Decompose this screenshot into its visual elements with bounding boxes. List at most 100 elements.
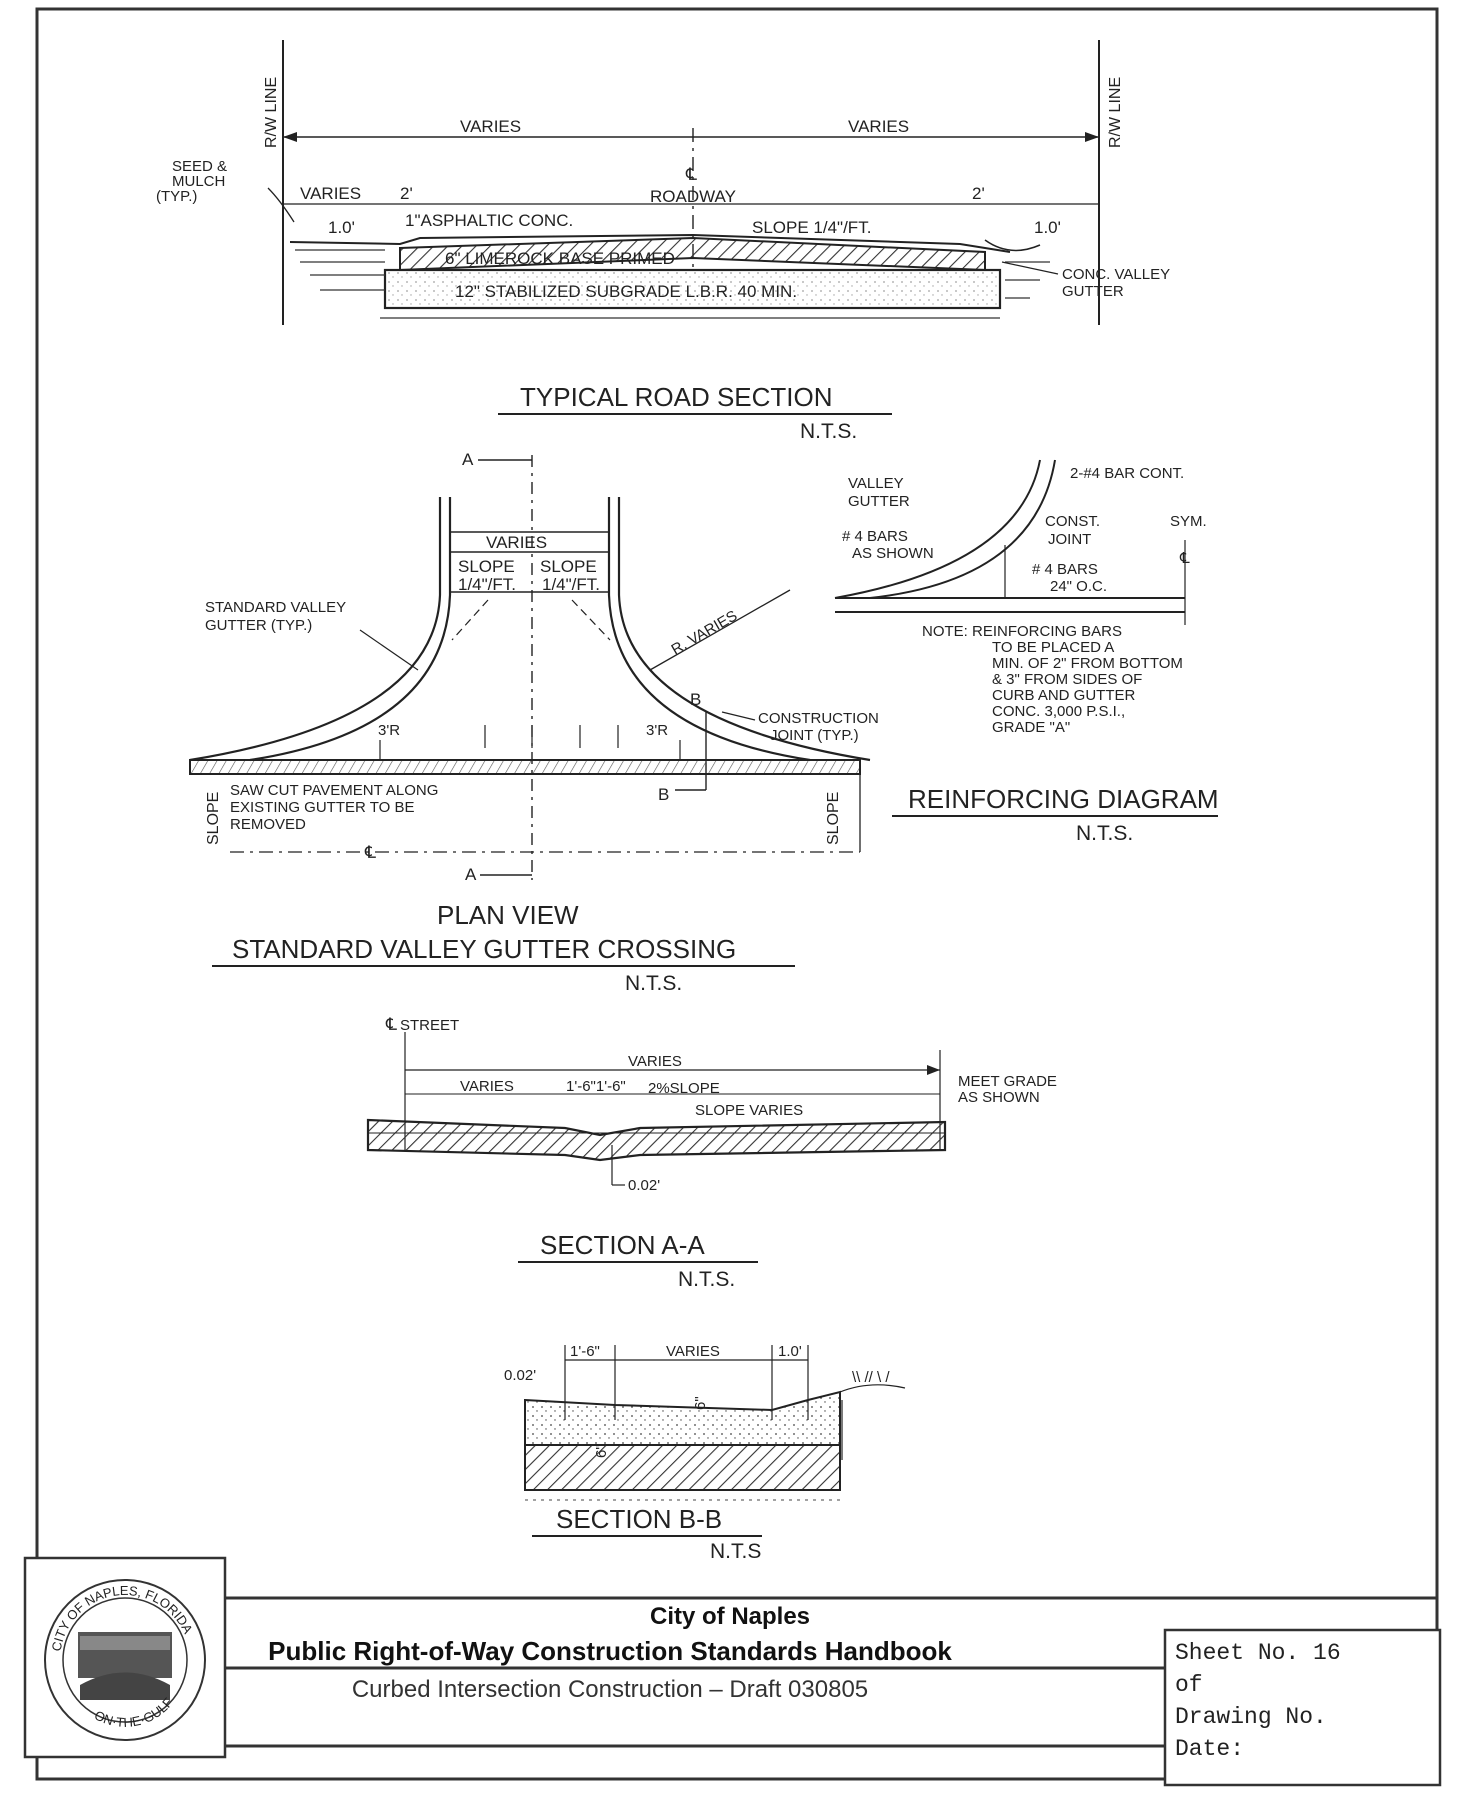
city-seal: CITY OF NAPLES, FLORIDA ON·THE·GULF [44, 1579, 206, 1741]
plan-varies: VARIES [486, 533, 547, 552]
valley-gutter-2: GUTTER [1062, 283, 1124, 300]
aa-2slope: 2%SLOPE [648, 1080, 720, 1097]
bars-shown-2: AS SHOWN [852, 545, 934, 562]
plan-slope-left-val: 1/4"/FT. [458, 575, 516, 594]
const-joint-2: JOINT [1048, 531, 1091, 548]
aa-varies-top: VARIES [628, 1053, 682, 1070]
bb-scale: N.T.S [710, 1540, 761, 1563]
bb-grass: \\ // \ / [852, 1369, 890, 1386]
r-varies: R. VARIES [669, 607, 741, 658]
sheet-of: of [1175, 1672, 1203, 1698]
rd-valley-gutter-2: GUTTER [848, 493, 910, 510]
reinforcing-title: REINFORCING DIAGRAM [908, 784, 1219, 814]
bb-002: 0.02' [504, 1367, 536, 1384]
saw-cut-3: REMOVED [230, 816, 306, 833]
asphalt-label: 1"ASPHALTIC CONC. [405, 211, 573, 230]
note-7: GRADE "A" [992, 719, 1070, 736]
aa-scale: N.T.S. [678, 1268, 735, 1291]
dim-varies-small: VARIES [300, 184, 361, 203]
cl-roadway: ROADWAY [650, 187, 736, 206]
note-3: MIN. OF 2" FROM BOTTOM [992, 655, 1183, 672]
valley-gutter-1: CONC. VALLEY [1062, 266, 1170, 283]
three-r-left: 3'R [378, 722, 400, 739]
typical-road-section: R/W LINE R/W LINE VARIES VARIES SEED & M… [156, 40, 1170, 443]
note-4: & 3" FROM SIDES OF [992, 671, 1142, 688]
b-top: B [690, 690, 701, 709]
bb-10: 1.0' [778, 1343, 802, 1360]
rw-line-left: R/W LINE [263, 77, 280, 148]
bars-shown-1: # 4 BARS [842, 528, 908, 545]
note-1: NOTE: REINFORCING BARS [922, 623, 1122, 640]
bar-cont: 2-#4 BAR CONT. [1070, 465, 1184, 482]
aa-dims: 1'-6"1'-6" [566, 1078, 626, 1095]
seed-mulch-2: MULCH [172, 173, 225, 190]
sheet-info: Sheet No. 16 of Drawing No. Date: [1175, 1637, 1435, 1765]
section-aa: ℄ STREET VARIES VARIES 1'-6"1'-6" 2%SLOP… [366, 1015, 1057, 1291]
construction-joint-2: JOINT (TYP.) [770, 727, 859, 744]
section-a-top: A [462, 450, 474, 469]
sheet-info-box [1163, 1628, 1442, 1787]
saw-cut-2: EXISTING GUTTER TO BE [230, 799, 414, 816]
cl-symbol-top: ℄ [685, 165, 697, 184]
seed-mulch-1: SEED & [172, 158, 227, 175]
aa-002: 0.02' [628, 1177, 660, 1194]
dim-2ft-right: 2' [972, 184, 985, 203]
aa-slope-varies: SLOPE VARIES [695, 1102, 803, 1119]
title-block-city: City of Naples [649, 1603, 811, 1630]
const-joint-1: CONST. [1045, 513, 1100, 530]
title-block: CITY OF NAPLES, FLORIDA ON·THE·GULF [23, 1556, 1442, 1787]
bb-title: SECTION B-B [556, 1504, 722, 1534]
drawing-date: Date: [1175, 1736, 1245, 1762]
section-bb: 1'-6" VARIES 1.0' 0.02' 6" 6" \\ // \ / … [504, 1343, 906, 1563]
bb-16: 1'-6" [570, 1343, 600, 1360]
rd-valley-gutter-1: VALLEY [848, 475, 904, 492]
saw-cut-1: SAW CUT PAVEMENT ALONG [230, 782, 438, 799]
std-gutter-1: STANDARD VALLEY [205, 599, 346, 616]
plan-slope-left: SLOPE [458, 557, 515, 576]
std-gutter-2: GUTTER (TYP.) [205, 617, 312, 634]
aa-title: SECTION A-A [540, 1230, 705, 1260]
road-section-title: TYPICAL ROAD SECTION [520, 382, 833, 412]
aa-meet-grade-2: AS SHOWN [958, 1089, 1040, 1106]
bb-varies: VARIES [666, 1343, 720, 1360]
sym-label: SYM. [1170, 513, 1207, 530]
title-block-handbook: Public Right-of-Way Construction Standar… [268, 1636, 952, 1666]
seed-mulch-3: (TYP.) [156, 188, 197, 205]
reinforcing-diagram: 2-#4 BAR CONT. VALLEY GUTTER # 4 BARS AS… [834, 459, 1219, 845]
subgrade-label: 12" STABILIZED SUBGRADE L.B.R. 40 MIN. [455, 282, 797, 301]
section-a-bottom: A [465, 865, 477, 884]
road-section-scale: N.T.S. [800, 420, 857, 443]
note-5: CURB AND GUTTER [992, 687, 1136, 704]
b-bottom: B [658, 785, 669, 804]
note-2: TO BE PLACED A [992, 639, 1114, 656]
dim-1ft-right: 1.0' [1034, 218, 1061, 237]
title-block-subtitle: Curbed Intersection Construction – Draft… [351, 1676, 869, 1703]
dim-varies-left: VARIES [460, 117, 521, 136]
plan-scale: N.T.S. [625, 972, 682, 995]
slope-label: SLOPE 1/4"/FT. [752, 218, 871, 237]
plan-slope-right-val: 1/4"/FT. [542, 575, 600, 594]
construction-joint-1: CONSTRUCTION [758, 710, 879, 727]
rw-line-right: R/W LINE [1107, 77, 1124, 148]
reinforcing-scale: N.T.S. [1076, 822, 1133, 845]
plan-view: A VARIES SLOPE SLOPE 1/4"/FT. 1/4"/FT. S… [189, 450, 879, 995]
sym-cl: ℄ [1179, 550, 1190, 567]
dim-varies-right: VARIES [848, 117, 909, 136]
bars-oc-1: # 4 BARS [1032, 561, 1098, 578]
aa-cl: ℄ [385, 1015, 397, 1034]
bb-6in: 6" [692, 1396, 709, 1410]
note-6: CONC. 3,000 P.S.I., [992, 703, 1125, 720]
three-r-right: 3'R [646, 722, 668, 739]
plan-cl-symbol: ℄ [364, 843, 376, 862]
plan-title-1: PLAN VIEW [437, 900, 579, 930]
slope-right-vertical: SLOPE [825, 792, 842, 845]
bars-oc-2: 24" O.C. [1050, 578, 1107, 595]
sheet-border [35, 7, 1439, 1781]
plan-title-2: STANDARD VALLEY GUTTER CROSSING [232, 934, 736, 964]
plan-slope-right: SLOPE [540, 557, 597, 576]
drawing-number: Drawing No. [1175, 1704, 1327, 1730]
aa-meet-grade-1: MEET GRADE [958, 1073, 1057, 1090]
slope-left-vertical: SLOPE [205, 792, 222, 845]
dim-1ft-left: 1.0' [328, 218, 355, 237]
